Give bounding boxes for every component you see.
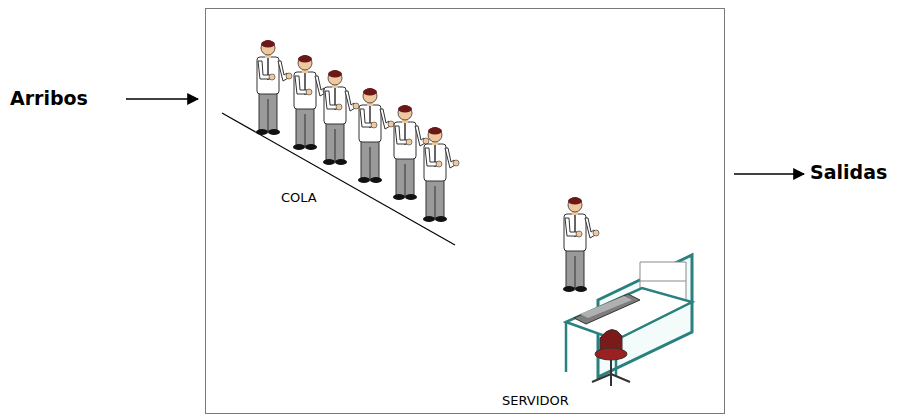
flow-label: Arribos xyxy=(10,87,88,109)
server-desk xyxy=(566,255,692,386)
arrival-arrow xyxy=(126,98,198,100)
customer-figure xyxy=(423,127,459,222)
exit-arrow xyxy=(734,173,804,175)
customer-figure xyxy=(323,70,359,165)
customer-figure xyxy=(256,40,292,135)
part-label: COLA xyxy=(281,190,317,205)
customer-figure xyxy=(563,197,599,292)
part-label: SERVIDOR xyxy=(502,393,569,408)
flow-label: Salidas xyxy=(810,161,887,183)
frame-box: COLA SERVIDOR xyxy=(205,8,725,414)
customer-figure xyxy=(358,88,394,183)
